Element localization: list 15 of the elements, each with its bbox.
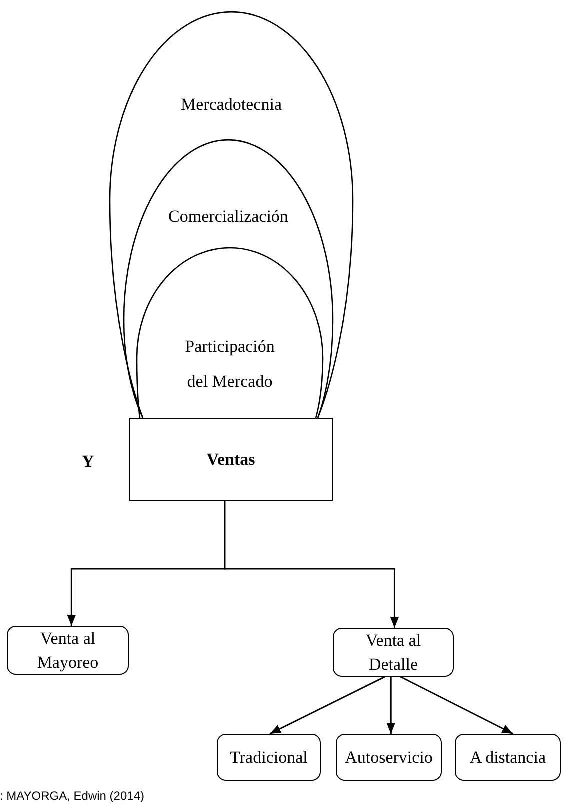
arrow <box>400 676 514 735</box>
oval-label: Participación del Mercado <box>184 336 276 393</box>
arrow <box>270 676 386 735</box>
source-caption: : MAYORGA, Edwin (2014) <box>0 789 144 803</box>
oval-label: Mercadotecnia <box>180 95 283 115</box>
arrow <box>386 677 396 734</box>
rounded-box: Venta al Mayoreo <box>7 626 129 675</box>
process-box: Ventas <box>129 418 333 501</box>
rounded-box: A distancia <box>455 734 561 781</box>
oval-label: Comercialización <box>168 207 290 227</box>
arrow <box>224 501 400 628</box>
rounded-box: Tradicional <box>217 734 321 781</box>
rounded-box: Venta al Detalle <box>333 628 454 677</box>
rounded-box: Autoservicio <box>336 734 442 781</box>
letter-label: Y <box>82 452 94 472</box>
